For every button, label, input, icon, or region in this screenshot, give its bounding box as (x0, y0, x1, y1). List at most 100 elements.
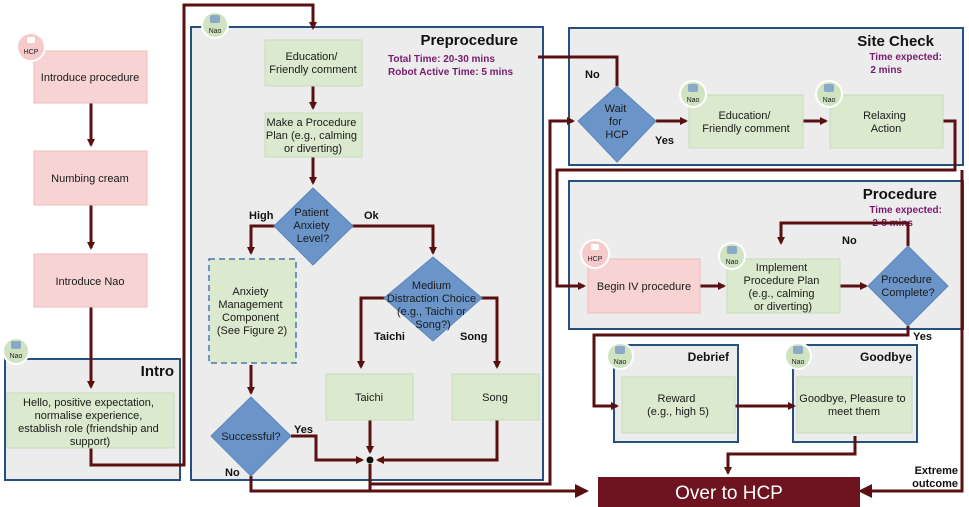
nao-robot-icon (824, 84, 834, 92)
preprocedure-robot-time: Robot Active Time: 5 mins (388, 67, 513, 78)
edge-extreme-outcome (858, 170, 964, 498)
nao-avatar-icon (606, 342, 634, 370)
procedure-time-label: Time expected: (869, 205, 942, 216)
intro-heading: Intro (141, 363, 174, 380)
nao-avatar-icon (201, 11, 229, 39)
anxiety-component-box (208, 258, 297, 364)
nao-badge-label: Nao (209, 28, 222, 35)
taichi-box (325, 373, 414, 421)
edge-wait-no-loop (538, 55, 619, 86)
nao-badge-label: Nao (10, 353, 23, 360)
hcp-badge-intro-procedure: HCP (16, 32, 46, 62)
edge-label-yes-success: Yes (294, 424, 313, 436)
edge-goodbye-to-over (724, 436, 857, 475)
distraction-decision (383, 256, 483, 342)
nao-avatar-icon (2, 337, 30, 365)
distraction-text: Medium Distraction Choice (e.g., Taichi … (387, 280, 479, 331)
site-check-heading: Site Check (857, 33, 934, 50)
edge-song-to-merge (376, 420, 499, 464)
nao-badge-debrief: Nao (606, 342, 634, 370)
edge-label-high: High (249, 210, 274, 222)
edge-label-yes-complete: Yes (913, 331, 932, 343)
edge-label-no-success: No (225, 467, 240, 479)
nao-robot-icon (727, 246, 737, 254)
edge-preprocedure-to-site-check (370, 117, 575, 486)
nao-badge-label: Nao (687, 97, 700, 104)
hcp-badge-label: HCP (24, 49, 39, 56)
implement-plan-text: Implement Procedure Plan (e.g., calming … (744, 262, 823, 313)
edge-label-no-wait: No (585, 69, 600, 81)
intro-task-box (6, 392, 175, 449)
over-to-hcp-box (598, 477, 860, 507)
procedure-plan-text: Make a Procedure Plan (e.g., calming or … (266, 117, 360, 155)
edge-label-no-complete: No (842, 235, 857, 247)
education-site-box (688, 94, 804, 149)
edge-complete-no (777, 221, 910, 246)
procedure-complete-decision (867, 245, 949, 327)
edge-success-yes (291, 434, 364, 464)
edge-complete-yes (592, 326, 910, 410)
site-check-time-value: 2 mins (870, 65, 902, 76)
nao-avatar-icon (679, 80, 707, 108)
nao-avatar-icon (784, 342, 812, 370)
education-site-text: Education/ Friendly comment (702, 110, 789, 135)
hcp-badge-label: HCP (588, 256, 603, 263)
hcp-head-icon (27, 37, 35, 43)
begin-iv-text: Begin IV procedure (597, 281, 691, 293)
nao-avatar-icon (815, 80, 843, 108)
edge-anxiety-ok (349, 224, 437, 255)
extreme-outcome-label-1: Extreme (915, 465, 958, 477)
nao-badge-implement: Nao (718, 242, 746, 270)
hcp-avatar-icon (580, 239, 610, 269)
nao-badge-label: Nao (823, 97, 836, 104)
nao-badge-label: Nao (792, 359, 805, 366)
introduce-nao-box (33, 253, 148, 308)
introduce-nao-text: Introduce Nao (55, 276, 124, 288)
site-check-time-label: Time expected: (869, 52, 942, 63)
over-to-hcp-text: Over to HCP (675, 483, 783, 504)
implement-plan-box (726, 258, 841, 314)
nao-robot-icon (210, 15, 220, 23)
successful-text: Successful? (221, 431, 280, 443)
merge-node (366, 456, 374, 464)
nao-badge-label: Nao (614, 359, 627, 366)
reward-text: Reward (e.g., high 5) (647, 393, 709, 418)
successful-decision (210, 396, 292, 477)
numbing-cream-box (33, 150, 148, 206)
reward-box (621, 376, 736, 434)
nao-badge-goodbye: Nao (784, 342, 812, 370)
procedure-heading: Procedure (863, 186, 937, 203)
introduce-procedure-box (33, 50, 148, 104)
hcp-badge-begin-iv: HCP (580, 239, 610, 269)
song-box (451, 373, 540, 421)
begin-iv-box (587, 258, 701, 314)
edge-label-song: Song (460, 331, 488, 343)
nao-badge-intro: Nao (2, 337, 30, 365)
nao-robot-icon (11, 341, 21, 349)
wait-hcp-text: Wait for HCP (605, 103, 630, 141)
procedure-complete-text: Procedure Complete? (881, 274, 935, 299)
nao-badge-relaxing: Nao (815, 80, 843, 108)
debrief-heading: Debrief (688, 350, 730, 364)
taichi-text: Taichi (355, 392, 383, 404)
anxiety-level-decision (273, 187, 354, 266)
anxiety-level-text: Patient Anxiety Level? (293, 207, 332, 245)
edge-label-taichi: Taichi (374, 331, 405, 343)
edge-label-ok: Ok (364, 210, 380, 222)
goodbye-text: Goodbye, Pleasure to meet them (799, 393, 908, 418)
goodbye-box (796, 376, 913, 434)
procedure-plan-box (264, 112, 363, 158)
nao-robot-icon (688, 84, 698, 92)
education-pre-text: Education/ Friendly comment (269, 51, 356, 76)
edge-success-no (249, 476, 589, 498)
introduce-procedure-text: Introduce procedure (41, 72, 139, 84)
nao-badge-label: Nao (726, 259, 739, 266)
edge-label-yes-wait: Yes (655, 135, 674, 147)
song-text: Song (482, 392, 508, 404)
relaxing-box (829, 94, 944, 149)
extreme-outcome-label-2: outcome (912, 478, 958, 490)
preprocedure-total-time: Total Time: 20-30 mins (388, 54, 495, 65)
nao-badge-education-site: Nao (679, 80, 707, 108)
anxiety-component-text: Anxiety Management Component (See Figure… (217, 286, 287, 337)
goodbye-heading: Goodbye (860, 350, 912, 364)
